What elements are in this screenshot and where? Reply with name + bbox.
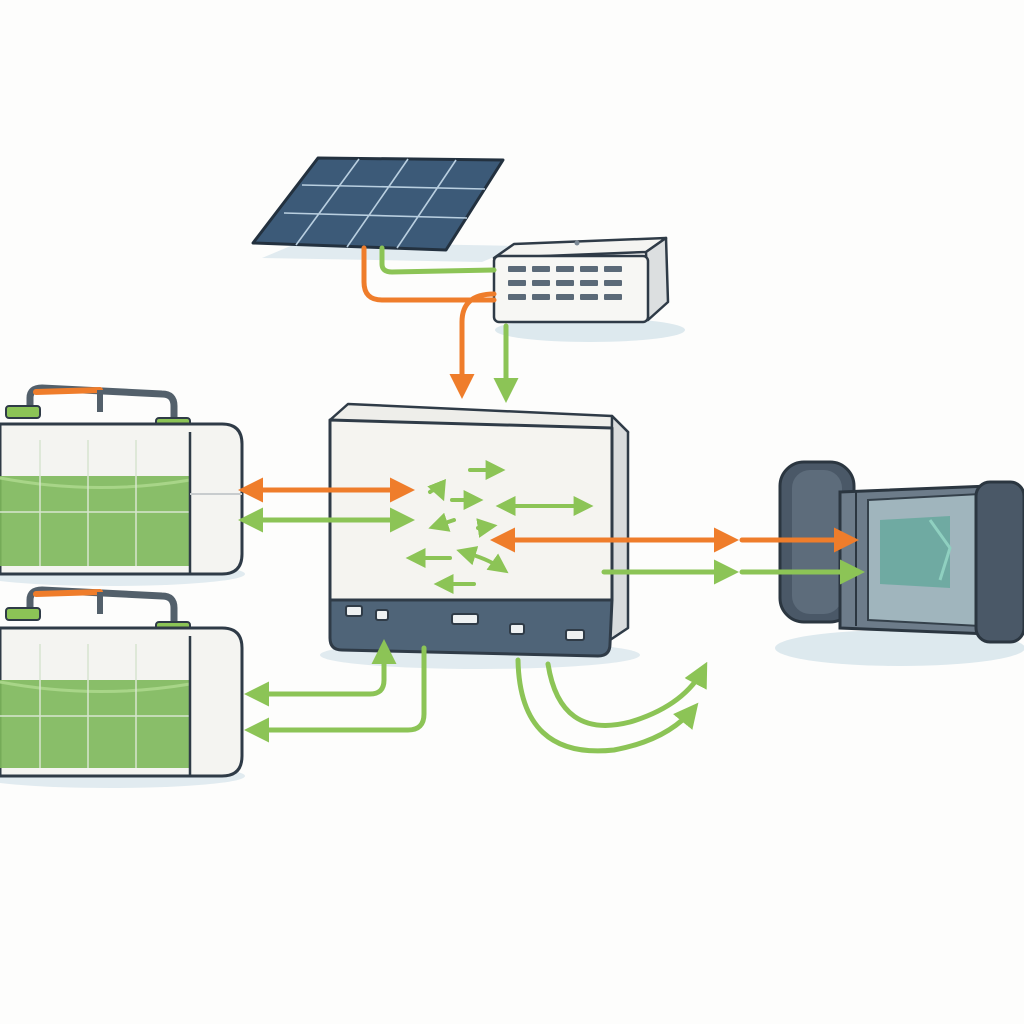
hub-battery-bottom-arrows (243, 638, 427, 743)
battery-bottom-green-arrow-2 (243, 645, 427, 743)
output-curve-outer (515, 657, 699, 754)
panel-to-controller-wires (361, 245, 497, 303)
controller-to-hub-arrows (449, 291, 519, 404)
controller-vents (508, 266, 622, 300)
hub-internal-flow-arrows (405, 460, 594, 594)
hub-front (328, 418, 614, 602)
solar-panel (251, 156, 520, 262)
solar-panel-surface (251, 156, 505, 252)
battery-top (0, 384, 245, 586)
hub-base (328, 598, 614, 658)
battery-bottom-charge-level (0, 680, 190, 768)
battery-bottom (0, 586, 245, 788)
battery-bottom-green-arrow-1 (243, 638, 397, 707)
orange-down-arrow (449, 291, 497, 400)
hub-motor-arrows (489, 527, 866, 585)
solar-cell-grid (283, 158, 486, 249)
central-hub (320, 402, 640, 669)
charge-controller (492, 236, 685, 342)
controller-front (492, 254, 650, 324)
hub-output-curves (515, 657, 708, 754)
battery-top-charge-level (0, 476, 190, 566)
hub-battery-top-arrows (237, 477, 416, 533)
output-curve-inner (545, 661, 708, 728)
hub-ports (345, 605, 585, 641)
motor (775, 460, 1024, 666)
